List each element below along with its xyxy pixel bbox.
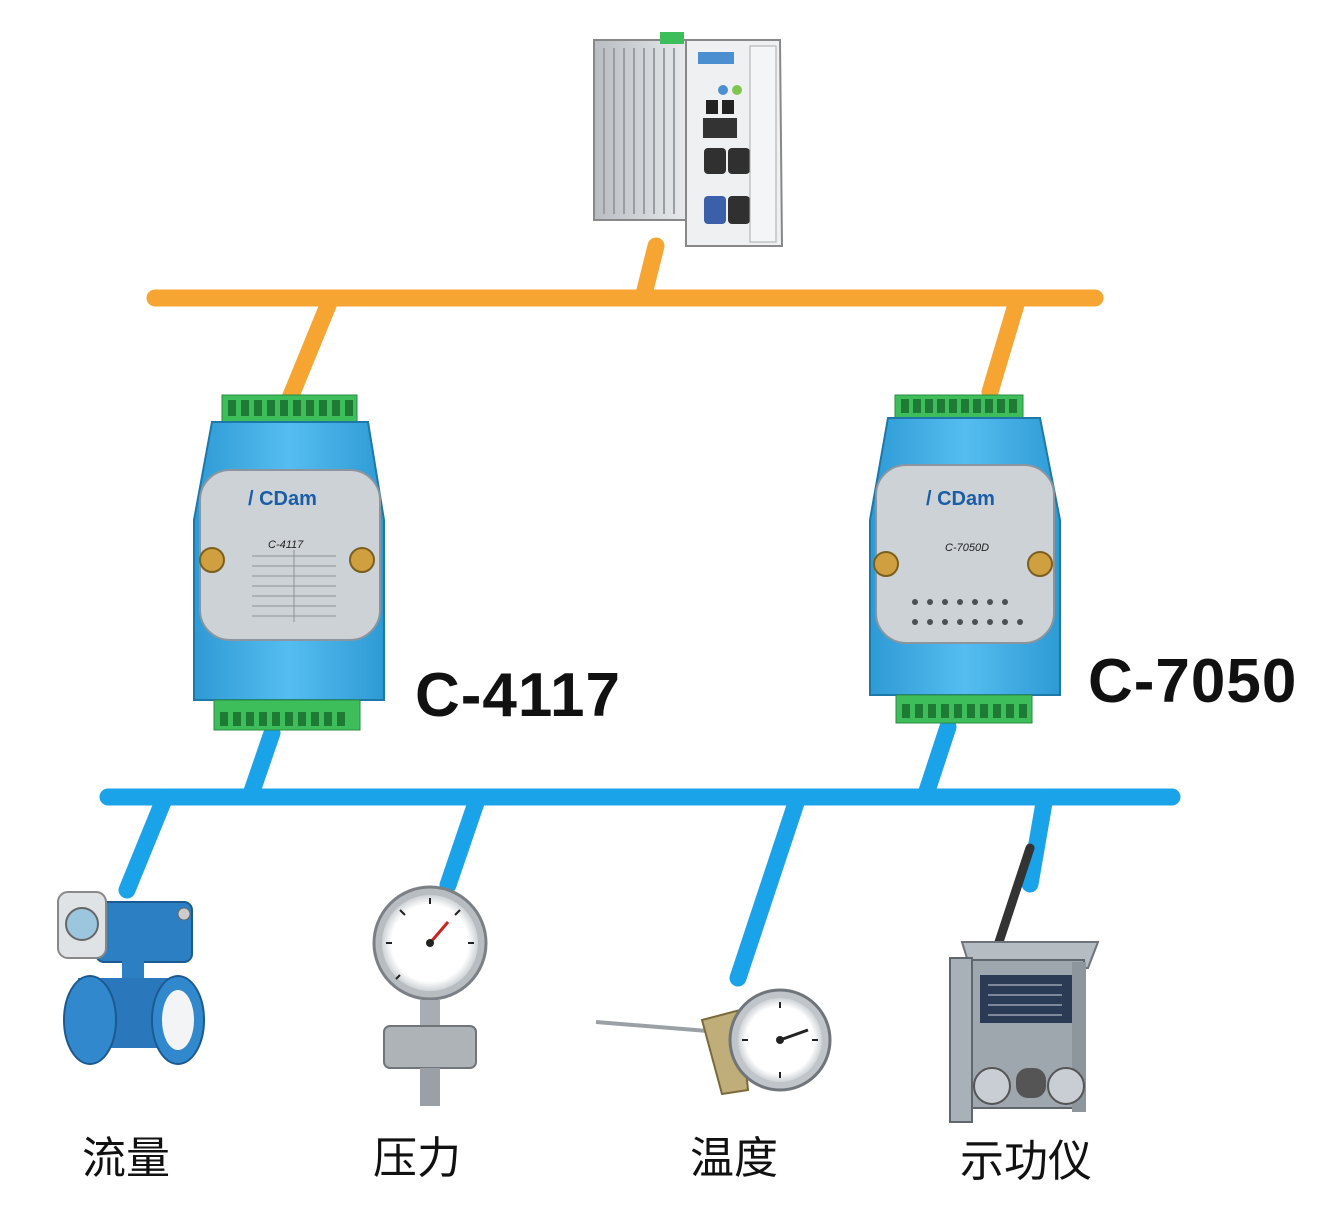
sensor-label-pressure: 压力 — [373, 1133, 461, 1184]
module-c7050-panel-model: C-7050D — [945, 542, 989, 554]
thermometer-device — [595, 988, 832, 1096]
module-c4117-brand: / CDam — [248, 488, 317, 510]
module-c4117-label: C-4117 — [415, 661, 621, 730]
dynamometer-device — [949, 843, 1100, 1123]
module-c7050: / CDam C-7050D — [869, 394, 1061, 724]
pressure-gauge-device — [372, 885, 488, 1106]
module-c4117: / CDam C-4117 — [193, 394, 385, 731]
sensor-label-dynamometer: 示功仪 — [960, 1136, 1092, 1187]
industrial-pc — [593, 32, 784, 247]
module-c7050-brand: / CDam — [926, 488, 995, 510]
flow-meter-device — [57, 891, 205, 1065]
module-c4117-panel-model: C-4117 — [268, 539, 304, 551]
lower-bus — [99, 718, 1181, 987]
upper-bus — [146, 237, 1104, 407]
sensor-label-temperature: 温度 — [690, 1133, 778, 1184]
module-c7050-label: C-7050 — [1088, 647, 1298, 716]
sensor-label-flow: 流量 — [82, 1133, 170, 1184]
